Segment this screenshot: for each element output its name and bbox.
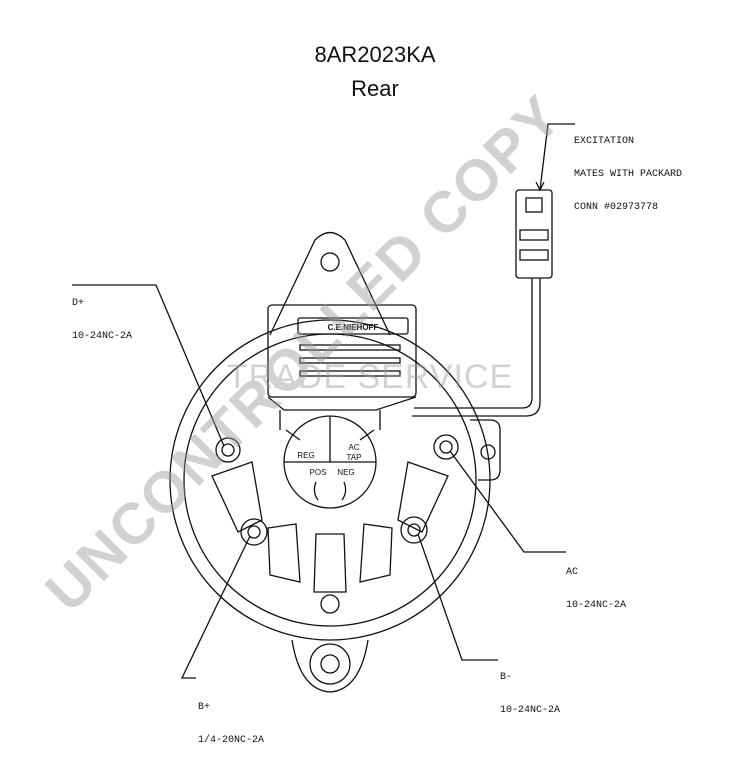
excitation-connector [515, 189, 553, 279]
b-minus-leader [417, 533, 498, 661]
watermark-main: UNCONTROLLED COPY [33, 83, 575, 625]
reg-label: REG [297, 451, 314, 460]
b-plus-thread: 1/4-20NC-2A [198, 735, 265, 746]
part-number-title: 8AR2023KA [314, 42, 436, 67]
ac-thread: 10-24NC-2A [566, 600, 627, 611]
vent-slot [313, 533, 347, 593]
b-plus-leader [180, 535, 251, 679]
vent-slot [267, 523, 301, 583]
d-plus-callout: D+ 10-24NC-2A [72, 276, 132, 353]
excitation-line-2: MATES WITH PACKARD [574, 169, 683, 180]
bottom-mount-hole-outer [309, 643, 351, 685]
b-plus-stud [240, 518, 268, 546]
b-minus-thread: 10-24NC-2A [500, 705, 561, 716]
excitation-line-3: CONN #02973778 [574, 202, 659, 213]
ac-leader [449, 450, 566, 553]
ac-tap-label-1: AC [348, 443, 359, 452]
top-mount-hole [320, 252, 340, 272]
d-plus-name: D+ [72, 298, 85, 309]
bottom-mounting-ear [291, 639, 369, 693]
d-plus-thread: 10-24NC-2A [72, 331, 133, 342]
regulator-plate [267, 304, 417, 398]
top-mounting-ear [269, 231, 391, 336]
vent-slot [397, 461, 449, 533]
ac-callout: AC 10-24NC-2A [566, 545, 626, 622]
ac-tap-label-2: TAP [347, 453, 362, 462]
d-plus-leader [72, 284, 225, 447]
bottom-mount-hole-inner [320, 654, 340, 674]
b-minus-name: B- [500, 672, 513, 683]
view-subtitle: Rear [351, 76, 399, 101]
excitation-line-1: EXCITATION [574, 136, 635, 147]
ac-name: AC [566, 567, 579, 578]
vent-slot [359, 523, 393, 583]
vent-slot [211, 461, 263, 533]
regulator-brand-text: C.E.NIEHOFF [328, 323, 379, 332]
b-minus-callout: B- 10-24NC-2A [500, 650, 560, 727]
right-boss [470, 419, 501, 481]
excitation-callout: EXCITATION MATES WITH PACKARD CONN #0297… [574, 114, 682, 224]
b-plus-name: B+ [198, 702, 211, 713]
watermark-sub: TRADE SERVICE [227, 358, 513, 396]
excitation-wire [412, 278, 541, 417]
b-minus-stud [400, 516, 428, 544]
b-plus-callout: B+ 1/4-20NC-2A [198, 680, 264, 757]
neg-label: NEG [337, 468, 354, 477]
pos-label: POS [310, 468, 327, 477]
d-plus-stud [215, 437, 241, 463]
ac-stud [433, 434, 459, 460]
excitation-leader [539, 123, 575, 191]
